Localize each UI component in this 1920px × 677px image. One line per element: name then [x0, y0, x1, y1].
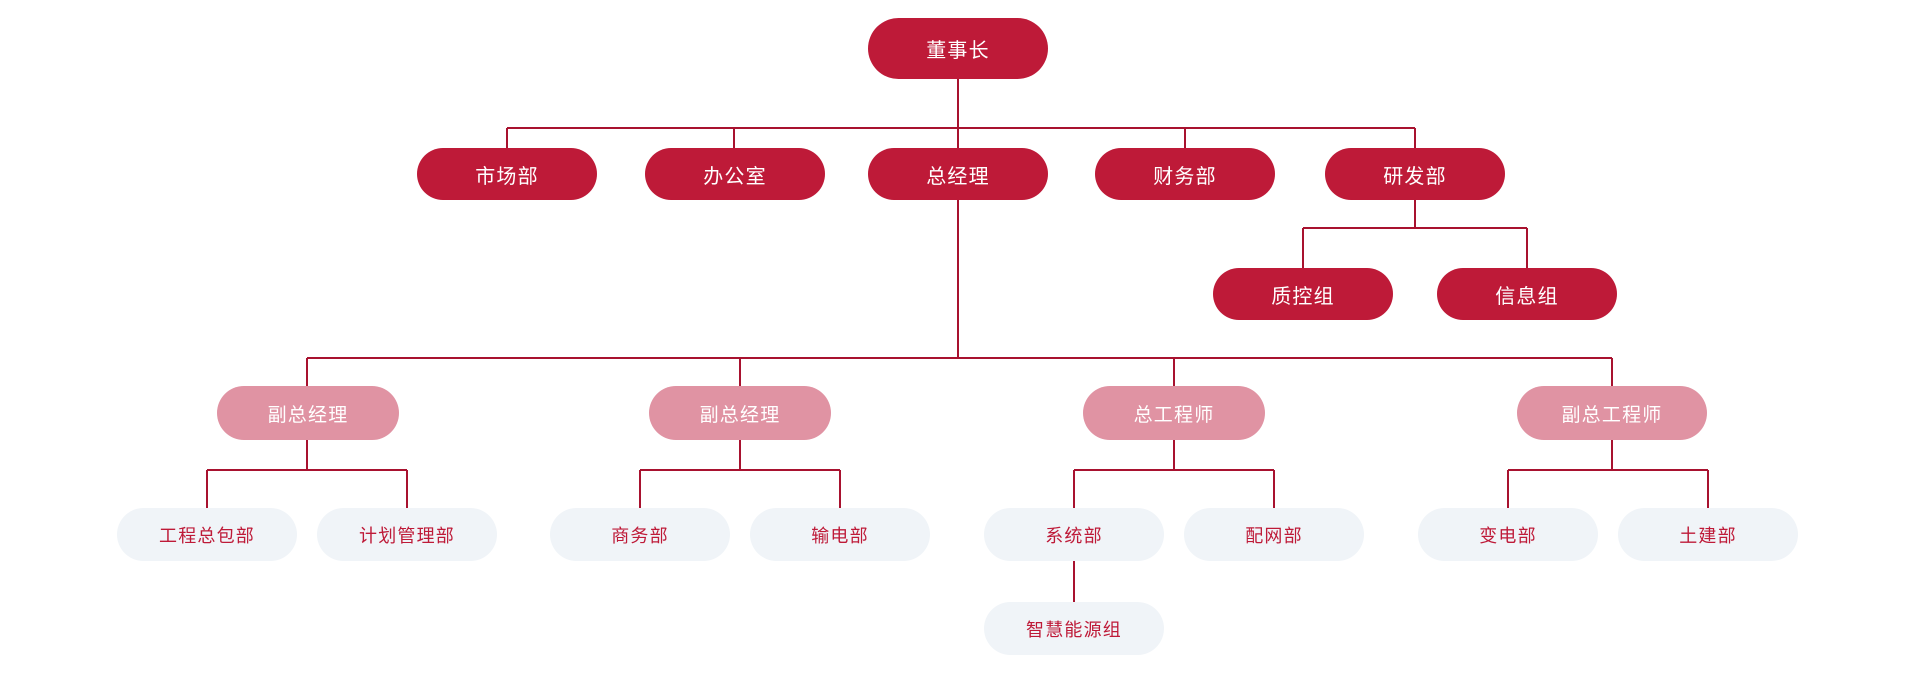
node-epc-dept[interactable]: 工程总包部 [117, 508, 297, 561]
node-deputy-gm-2[interactable]: 副总经理 [649, 386, 831, 440]
node-system-dept-label: 系统部 [1045, 525, 1103, 546]
node-marketing-dept-label: 市场部 [475, 165, 539, 188]
node-planning-dept-label: 计划管理部 [359, 525, 455, 546]
node-epc-dept-label: 工程总包部 [159, 525, 255, 546]
node-substation-dept-label: 变电部 [1479, 525, 1537, 546]
node-chief-engineer-label: 总工程师 [1133, 404, 1215, 426]
node-civil-dept-label: 土建部 [1679, 525, 1737, 546]
node-office-label: 办公室 [703, 165, 767, 188]
node-general-manager-label: 总经理 [926, 165, 990, 188]
node-smart-energy-group-label: 智慧能源组 [1026, 619, 1122, 640]
node-distribution-dept-label: 配网部 [1245, 525, 1303, 546]
node-commerce-dept-label: 商务部 [611, 525, 669, 546]
node-deputy-chief-engineer-label: 副总工程师 [1561, 404, 1663, 426]
node-rnd-dept-label: 研发部 [1383, 165, 1447, 188]
node-deputy-gm-1[interactable]: 副总经理 [217, 386, 399, 440]
node-qc-group[interactable]: 质控组 [1213, 268, 1393, 320]
node-deputy-gm-2-label: 副总经理 [699, 404, 781, 426]
node-transmission-dept-label: 输电部 [811, 525, 869, 546]
node-general-manager[interactable]: 总经理 [868, 148, 1048, 200]
node-deputy-gm-1-label: 副总经理 [267, 404, 349, 426]
node-chief-engineer[interactable]: 总工程师 [1083, 386, 1265, 440]
node-deputy-chief-engineer[interactable]: 副总工程师 [1517, 386, 1707, 440]
node-transmission-dept[interactable]: 输电部 [750, 508, 930, 561]
node-distribution-dept[interactable]: 配网部 [1184, 508, 1364, 561]
node-smart-energy-group[interactable]: 智慧能源组 [984, 602, 1164, 655]
node-commerce-dept[interactable]: 商务部 [550, 508, 730, 561]
node-info-group[interactable]: 信息组 [1437, 268, 1617, 320]
node-rnd-dept[interactable]: 研发部 [1325, 148, 1505, 200]
node-info-group-label: 信息组 [1495, 285, 1559, 308]
node-qc-group-label: 质控组 [1271, 285, 1335, 308]
node-finance-dept[interactable]: 财务部 [1095, 148, 1275, 200]
node-system-dept[interactable]: 系统部 [984, 508, 1164, 561]
node-chairman[interactable]: 董事长 [868, 18, 1048, 79]
node-marketing-dept[interactable]: 市场部 [417, 148, 597, 200]
node-civil-dept[interactable]: 土建部 [1618, 508, 1798, 561]
node-chairman-label: 董事长 [926, 40, 990, 62]
node-substation-dept[interactable]: 变电部 [1418, 508, 1598, 561]
node-finance-dept-label: 财务部 [1153, 165, 1217, 188]
node-office[interactable]: 办公室 [645, 148, 825, 200]
node-planning-dept[interactable]: 计划管理部 [317, 508, 497, 561]
